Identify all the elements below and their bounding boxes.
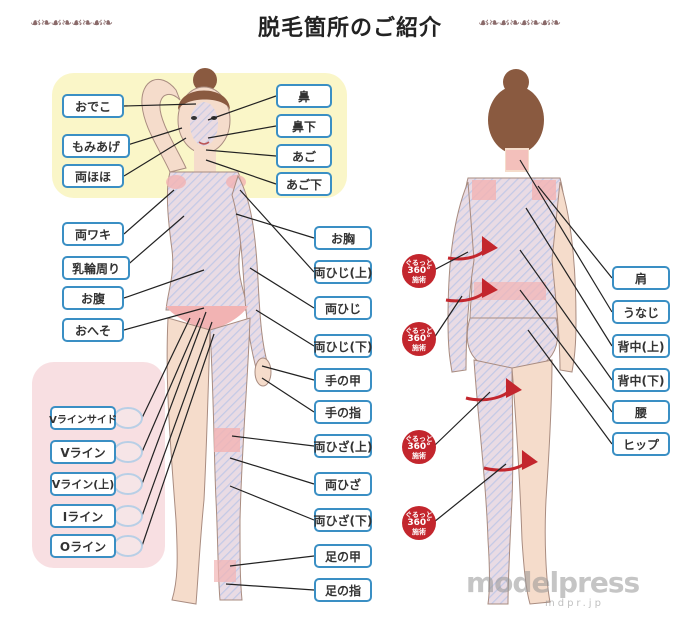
label-hip: ヒップ — [612, 432, 670, 456]
label-i-line: Iライン — [50, 504, 116, 528]
label-knee: 両ひざ — [314, 472, 372, 496]
label-back-lower: 背中(下) — [612, 368, 670, 392]
vio-pictograms — [113, 407, 143, 557]
label-back-of-hand: 手の甲 — [314, 368, 372, 392]
label-sideburns: もみあげ — [62, 134, 130, 158]
label-knee-lower: 両ひざ(下) — [314, 508, 373, 532]
label-v-line: Vライン — [50, 440, 116, 464]
label-fingers: 手の指 — [314, 400, 372, 424]
label-under-chin: あご下 — [276, 172, 332, 196]
front-figure — [141, 68, 272, 605]
label-v-side: Vラインサイド — [49, 406, 117, 430]
page-title: 脱毛箇所のご紹介 — [257, 16, 442, 41]
label-top-of-foot: 足の甲 — [314, 544, 372, 568]
label-waist: 腰 — [612, 400, 670, 424]
label-nose: 鼻 — [276, 84, 332, 108]
label-chin: あご — [276, 144, 332, 168]
back-figure — [445, 69, 577, 605]
label-knee-upper: 両ひざ(上) — [314, 434, 373, 458]
label-v-upper: Vライン(上) — [50, 472, 116, 496]
label-elbow-lower: 両ひじ(下) — [314, 334, 373, 358]
label-toes: 足の指 — [314, 578, 372, 602]
label-forehead: おでこ — [62, 94, 124, 118]
title-ornament-left: ☙❧☙❧☙❧☙❧ — [30, 16, 113, 31]
label-navel: おへそ — [62, 318, 124, 342]
watermark-logo: modelpress — [466, 566, 640, 599]
label-chest: お胸 — [314, 226, 372, 250]
label-o-line: Oライン — [50, 534, 116, 558]
label-back-upper: 背中(上) — [612, 334, 670, 358]
label-armpits: 両ワキ — [62, 222, 124, 246]
label-elbow: 両ひじ — [314, 296, 372, 320]
leader-lines — [123, 95, 613, 591]
label-belly: お腹 — [62, 286, 124, 310]
label-shoulder: 肩 — [612, 266, 670, 290]
label-nape: うなじ — [612, 300, 670, 324]
label-cheeks: 両ほほ — [62, 164, 124, 188]
title-ornament-right: ☙❧☙❧☙❧☙❧ — [478, 16, 561, 31]
watermark-url: mdpr.jp — [545, 598, 604, 609]
label-elbow-upper: 両ひじ(上) — [314, 260, 373, 284]
label-areola: 乳輪周り — [62, 256, 130, 280]
label-under-nose: 鼻下 — [276, 114, 332, 138]
